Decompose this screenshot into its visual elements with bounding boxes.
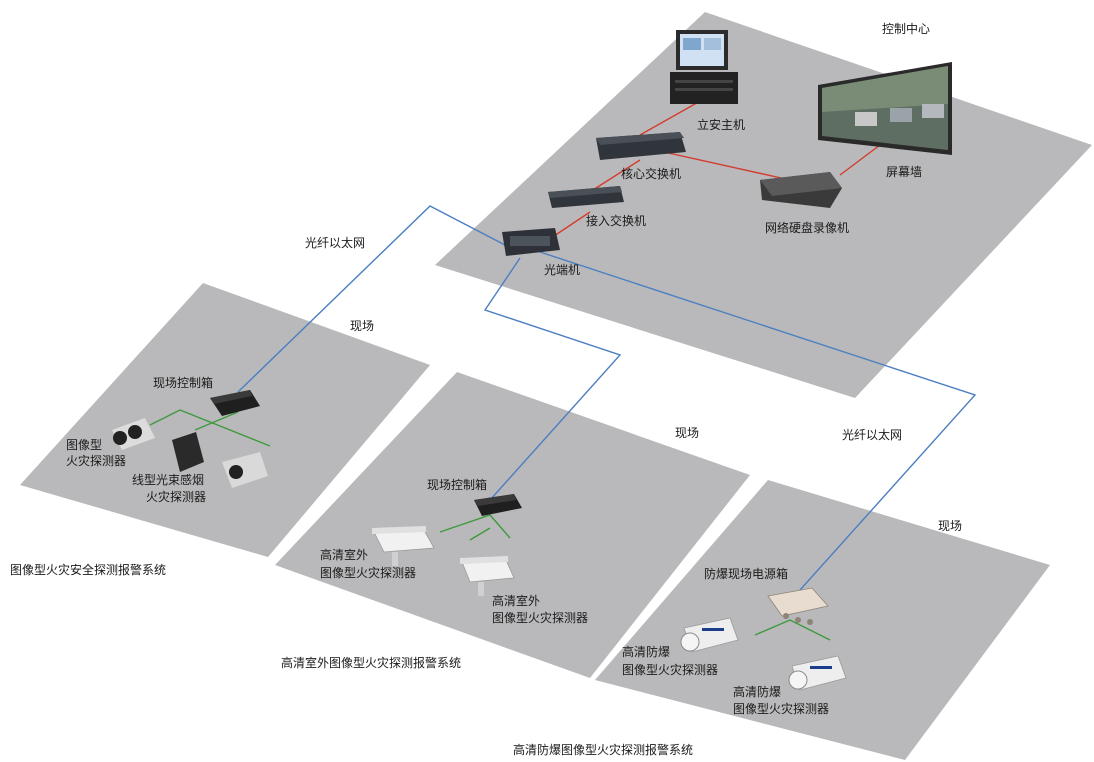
control-center-title: 控制中心 — [882, 22, 931, 36]
beam-detector-label-line1: 线型光束感烟 — [132, 473, 205, 487]
access-switch-label: 接入交换机 — [586, 214, 647, 228]
field-links — [149, 409, 831, 641]
site-b-control-box-label: 现场控制箱 — [427, 478, 488, 492]
core-switch-icon — [596, 132, 686, 160]
image-fire-detector-icon — [112, 418, 155, 450]
explosion-camera-2-label-line1: 高清防爆 — [733, 685, 782, 699]
site-b-platform — [275, 372, 750, 678]
site-b-label: 现场 — [675, 426, 700, 440]
explosion-proof-camera-icon — [680, 617, 739, 653]
site-b-system-title: 高清室外图像型火灾探测报警系统 — [281, 656, 462, 670]
image-detector-label-line1: 图像型 — [66, 438, 103, 452]
video-wall-label: 屏幕墙 — [886, 165, 923, 179]
explosion-proof-power-box-icon — [767, 587, 829, 625]
site-a-control-box-icon — [210, 390, 260, 416]
outdoor-camera-2-label-line1: 高清室外 — [492, 594, 541, 608]
site-a-label: 现场 — [350, 319, 375, 333]
explosion-proof-camera-icon-2 — [788, 655, 847, 691]
image-detector-label-line2: 火灾探测器 — [66, 454, 127, 468]
site-c-label: 现场 — [938, 519, 963, 533]
hd-outdoor-camera-icon — [372, 526, 435, 566]
nvr-label: 网络硬盘录像机 — [765, 221, 850, 235]
site-c-system-title: 高清防爆图像型火灾探测报警系统 — [513, 743, 694, 757]
optical-terminal-icon — [502, 228, 560, 256]
site-a-platform — [20, 283, 430, 557]
site-a-control-box-label: 现场控制箱 — [153, 376, 214, 390]
core-switch-label: 核心交换机 — [621, 167, 682, 181]
beam-detector-label-line2: 火灾探测器 — [146, 490, 207, 504]
explosion-camera-1-label-line2: 图像型火灾探测器 — [622, 663, 719, 677]
control-center-platform — [435, 12, 1092, 398]
fiber-links — [237, 205, 977, 591]
beam-smoke-detector-icon — [172, 432, 204, 472]
fiber-ethernet-label-right: 光纤以太网 — [842, 428, 903, 442]
outdoor-camera-1-label-line2: 图像型火灾探测器 — [320, 566, 417, 580]
outdoor-camera-1-label-line1: 高清室外 — [320, 548, 369, 562]
explosion-camera-2-label-line2: 图像型火灾探测器 — [733, 702, 830, 716]
optical-terminal-label: 光端机 — [544, 263, 581, 277]
explosion-camera-1-label-line1: 高清防爆 — [622, 645, 671, 659]
video-wall-icon — [818, 62, 952, 155]
power-box-label: 防爆现场电源箱 — [704, 567, 789, 581]
outdoor-camera-2-label-line2: 图像型火灾探测器 — [492, 611, 589, 625]
access-switch-icon — [548, 186, 624, 208]
nvr-icon — [760, 172, 842, 208]
beam-smoke-detector-icon-2 — [222, 452, 268, 488]
fiber-ethernet-label-left: 光纤以太网 — [305, 236, 366, 250]
workstation-label: 立安主机 — [697, 118, 746, 132]
site-b-control-box-icon — [474, 494, 522, 516]
site-a-system-title: 图像型火灾安全探测报警系统 — [10, 563, 167, 577]
site-c-platform — [595, 480, 1050, 760]
workstation-icon — [670, 30, 738, 104]
hd-outdoor-camera-icon-2 — [460, 556, 515, 596]
